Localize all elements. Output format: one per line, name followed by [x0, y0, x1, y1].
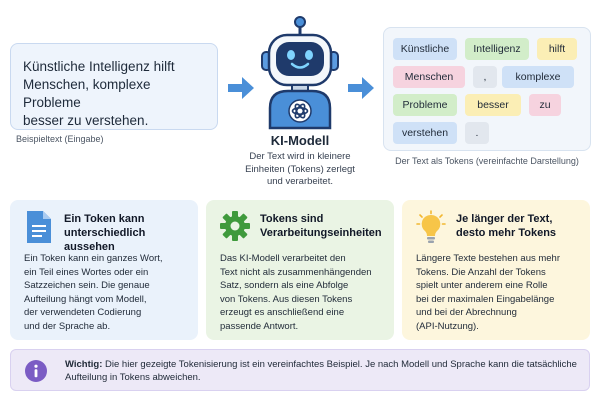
token-chip: besser [465, 94, 521, 116]
card-body-line: (API-Nutzung). [416, 320, 479, 332]
arrow-right-icon [228, 77, 254, 99]
token-chip: . [465, 122, 489, 144]
card-body-line: Ein Token kann ein ganzes Wort, [24, 253, 163, 264]
model-title: KI-Modell [270, 133, 330, 148]
card-title-line-2: unterschiedlich aussehen [64, 227, 146, 253]
model-description-line-1: Der Text wird in kleinere [249, 151, 351, 162]
model-description: Der Text wird in kleinere Einheiten (Tok… [230, 151, 370, 189]
info-icon [25, 360, 47, 382]
token-chip: , [473, 66, 497, 88]
model-description-line-2: Einheiten (Tokens) zerlegt [245, 163, 355, 175]
info-card-text-length: Je länger der Text, desto mehr Tokens Lä… [402, 200, 590, 340]
card-body-line: Längere Texte bestehen aus mehr [416, 253, 561, 264]
card-body: Längere Texte bestehen aus mehr Tokens. … [416, 252, 588, 333]
card-body-line: Text nicht als zusammenhängenden [220, 266, 372, 278]
tokens-panel: Künstliche Intelligenz hilft Menschen , … [383, 27, 591, 151]
card-body-line: von Tokens. Aus diesen Tokens [220, 293, 353, 305]
input-text-line-2: Menschen, komplexe Probleme [23, 77, 151, 110]
card-body-line: ein Teil eines Wortes oder ein [24, 266, 149, 278]
input-text-box: Künstliche Intelligenz hilft Menschen, k… [10, 43, 218, 130]
card-body-line: Satz, sondern als eine Abfolge [220, 280, 349, 291]
model-description-line-3: und verarbeitet. [266, 176, 333, 187]
card-body-line: erzeugt es anschließend eine [220, 307, 345, 318]
card-body-line: Das KI-Modell verarbeitet den [220, 253, 346, 264]
card-body: Ein Token kann ein ganzes Wort, ein Teil… [24, 252, 196, 333]
arrow-right-icon [348, 77, 374, 99]
card-body-line: Tokens. Die Anzahl der Tokens [416, 266, 546, 278]
token-chip: komplexe [502, 66, 574, 88]
card-body-line: bei der maximalen Eingabelänge [416, 293, 555, 305]
note-line-2: Aufteilung in Tokens abweichen. [65, 372, 201, 383]
card-body-line: und der Sprache ab. [24, 320, 111, 332]
input-text-line-1: Künstliche Intelligenz hilft [23, 59, 175, 74]
info-card-processing-units: Tokens sind Verarbeitungseinheiten Das K… [206, 200, 394, 340]
card-body-line: Aufteilung hängt vom Modell, [24, 293, 147, 305]
token-chip: Intelligenz [465, 38, 529, 60]
token-chip: Probleme [393, 94, 457, 116]
token-chip: hilft [537, 38, 577, 60]
card-body-line: der verwendeten Codierung [24, 307, 142, 318]
document-icon [27, 211, 51, 243]
info-card-token-shapes: Ein Token kann unterschiedlich aussehen … [10, 200, 198, 340]
token-chip: Menschen [393, 66, 465, 88]
input-caption: Beispieltext (Eingabe) [16, 134, 104, 144]
lightbulb-icon [416, 210, 446, 243]
card-title-line-2: Verarbeitungseinheiten [260, 227, 382, 239]
note-line-1-text: Die hier gezeigte Tokenisierung ist ein … [102, 359, 577, 370]
card-title-line-1: Tokens sind [260, 213, 324, 225]
note-line-1: Wichtig: Die hier gezeigte Tokenisierung… [65, 358, 585, 371]
token-chip: Künstliche [393, 38, 457, 60]
tokens-caption: Der Text als Tokens (vereinfachte Darste… [395, 156, 579, 166]
input-text-line-3: besser zu verstehen. [23, 113, 149, 128]
card-title-line-1: Ein Token kann [64, 213, 145, 225]
card-body-line: spielt unter anderem eine Rolle [416, 280, 548, 291]
card-title-line-1: Je länger der Text, [456, 213, 553, 225]
note-text: Wichtig: Die hier gezeigte Tokenisierung… [65, 358, 585, 384]
card-title: Tokens sind Verarbeitungseinheiten [260, 212, 382, 240]
card-title: Je länger der Text, desto mehr Tokens [456, 212, 556, 240]
token-chip: verstehen [393, 122, 457, 144]
note-label: Wichtig: [65, 359, 103, 370]
important-note: Wichtig: Die hier gezeigte Tokenisierung… [10, 349, 590, 391]
gear-icon [220, 211, 250, 241]
card-body-line: und bei der Abrechnung [416, 307, 517, 318]
card-body: Das KI-Modell verarbeitet den Text nicht… [220, 252, 392, 333]
card-title-line-2: desto mehr Tokens [456, 227, 557, 239]
card-body-line: passende Antwort. [220, 320, 299, 332]
card-title: Ein Token kann unterschiedlich aussehen [64, 212, 198, 254]
card-body-line: Satzzeichen sein. Die genaue [24, 280, 150, 291]
token-chip: zu [529, 94, 561, 116]
robot-icon [261, 16, 339, 130]
